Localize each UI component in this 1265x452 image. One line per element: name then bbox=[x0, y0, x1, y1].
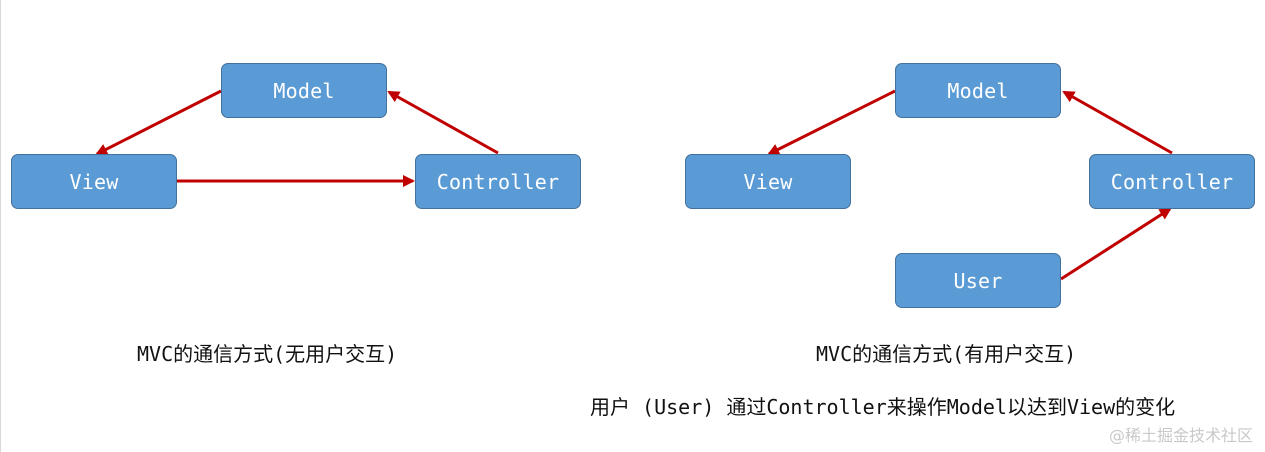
controller-node-left-label: Controller bbox=[436, 169, 560, 194]
model-node-right: Model bbox=[895, 63, 1061, 118]
controller-node-left: Controller bbox=[415, 154, 581, 209]
arrow-controller-to-model-right bbox=[1062, 90, 1173, 155]
model-node-right-label: Model bbox=[947, 78, 1009, 103]
left-border bbox=[0, 0, 1, 452]
model-node-left: Model bbox=[221, 63, 387, 118]
controller-node-right: Controller bbox=[1089, 154, 1255, 209]
arrow-user-to-controller-right bbox=[1060, 207, 1172, 281]
right-diagram-note: 用户 (User) 通过Controller来操作Model以达到View的变化 bbox=[590, 395, 1176, 419]
user-node-right: User bbox=[895, 253, 1061, 308]
view-node-left-label: View bbox=[69, 169, 119, 194]
user-node-right-label: User bbox=[953, 268, 1003, 293]
view-node-left: View bbox=[11, 154, 177, 209]
left-diagram-caption: MVC的通信方式(无用户交互) bbox=[137, 342, 398, 366]
watermark-text: @稀土掘金技术社区 bbox=[1108, 426, 1253, 445]
view-node-right: View bbox=[685, 154, 851, 209]
arrow-model-to-view-left bbox=[95, 89, 222, 156]
arrow-controller-to-model-left bbox=[387, 90, 499, 155]
arrow-model-to-view-right bbox=[767, 89, 896, 156]
view-node-right-label: View bbox=[743, 169, 793, 194]
right-diagram-caption: MVC的通信方式(有用户交互) bbox=[816, 342, 1077, 366]
model-node-left-label: Model bbox=[273, 78, 335, 103]
controller-node-right-label: Controller bbox=[1110, 169, 1234, 194]
